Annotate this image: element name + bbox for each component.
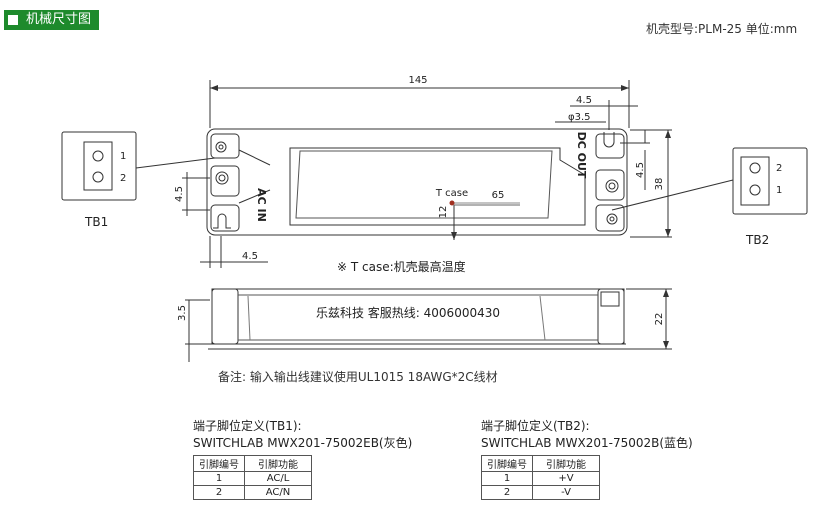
dc-out-label: DC OUT (575, 132, 588, 179)
table-header: 引脚功能 (532, 455, 600, 472)
dim-tcase-x: 65 (492, 190, 505, 201)
dim-hole-dia: φ3.5 (568, 112, 591, 123)
tb2-label: TB2 (745, 233, 769, 247)
dim-hole-offset-right: 4.5 (635, 162, 646, 178)
tb2-pin-1: 1 (776, 185, 782, 196)
tb1-label: TB1 (84, 215, 108, 229)
dim-width: 38 (654, 178, 665, 191)
case-outline-top-view (206, 128, 628, 236)
hotline-label: 乐兹科技 客服热线: 4006000430 (316, 305, 500, 320)
screw-hole-right (605, 179, 619, 193)
tb2-pin-2: 2 (776, 163, 782, 174)
tcase-label: T case (435, 188, 468, 199)
table-header: 引脚编号 (481, 455, 533, 472)
table-row: 1 AC/L (193, 471, 312, 486)
right-tab-bottom (595, 204, 625, 232)
tb1-leader (135, 157, 216, 169)
tb2-title: 端子脚位定义(TB2): (481, 419, 590, 433)
left-tab-bottom (210, 204, 240, 232)
tb1-pin-1: 1 (120, 151, 126, 162)
header-square-icon (8, 15, 18, 25)
table-header: 引脚功能 (244, 455, 312, 472)
tb1-part: SWITCHLAB MWX201-75002EB(灰色) (193, 436, 413, 450)
tb1-title: 端子脚位定义(TB1): (193, 419, 302, 433)
table-row: 2 AC/N (193, 485, 312, 500)
tb2-part: SWITCHLAB MWX201-75002B(蓝色) (481, 436, 693, 450)
tb1-pin-2: 2 (120, 173, 126, 184)
tb2-leader (611, 179, 734, 211)
tb1-detail-box (61, 131, 137, 201)
mount-hole-tl (215, 141, 227, 153)
tcase-point (449, 200, 455, 206)
section-title: 机械尺寸图 (26, 12, 92, 27)
dim-left-vertical: 4.5 (174, 186, 185, 202)
table-header: 引脚编号 (193, 455, 245, 472)
screw-hole-left (215, 171, 229, 185)
left-tab-mid (210, 165, 240, 197)
dim-bottom-offset: 4.5 (242, 251, 258, 262)
ac-in-label: AC IN (255, 188, 268, 222)
tcase-note: ※ T case:机壳最高温度 (337, 260, 466, 274)
tb1-terminal-block (83, 141, 113, 191)
dim-length: 145 (408, 75, 427, 86)
right-tab-mid (595, 169, 625, 201)
tb1-pin-table: 引脚编号 引脚功能 1 AC/L 2 AC/N (193, 455, 312, 500)
model-and-unit: 机壳型号:PLM-25 单位:mm (646, 22, 798, 36)
table-row: 2 -V (481, 485, 600, 500)
tb2-pin-table: 引脚编号 引脚功能 1 +V 2 -V (481, 455, 600, 500)
tb1-pin-definition: 端子脚位定义(TB1): SWITCHLAB MWX201-75002EB(灰色… (193, 418, 412, 500)
dim-tcase-y: 12 (438, 206, 449, 219)
dim-hole-offset-top: 4.5 (576, 95, 592, 106)
label-inner (295, 150, 553, 219)
table-row: 1 +V (481, 471, 600, 486)
section-header: 机械尺寸图 (4, 10, 100, 30)
wire-note: 备注: 输入输出线建议使用UL1015 18AWG*2C线材 (218, 370, 498, 384)
label-recess (289, 147, 586, 226)
mount-slot-tr (603, 132, 615, 148)
dim-side-offset: 3.5 (177, 305, 188, 321)
tb2-detail-box (732, 147, 808, 215)
tb2-pin-definition: 端子脚位定义(TB2): SWITCHLAB MWX201-75002B(蓝色)… (481, 418, 693, 500)
left-tab-top (210, 133, 240, 159)
mount-slot-bl (213, 213, 231, 229)
right-tab-top (595, 133, 625, 159)
tb2-terminal-block (740, 156, 770, 206)
mount-hole-br (606, 213, 618, 225)
dim-side-height: 22 (654, 313, 665, 326)
